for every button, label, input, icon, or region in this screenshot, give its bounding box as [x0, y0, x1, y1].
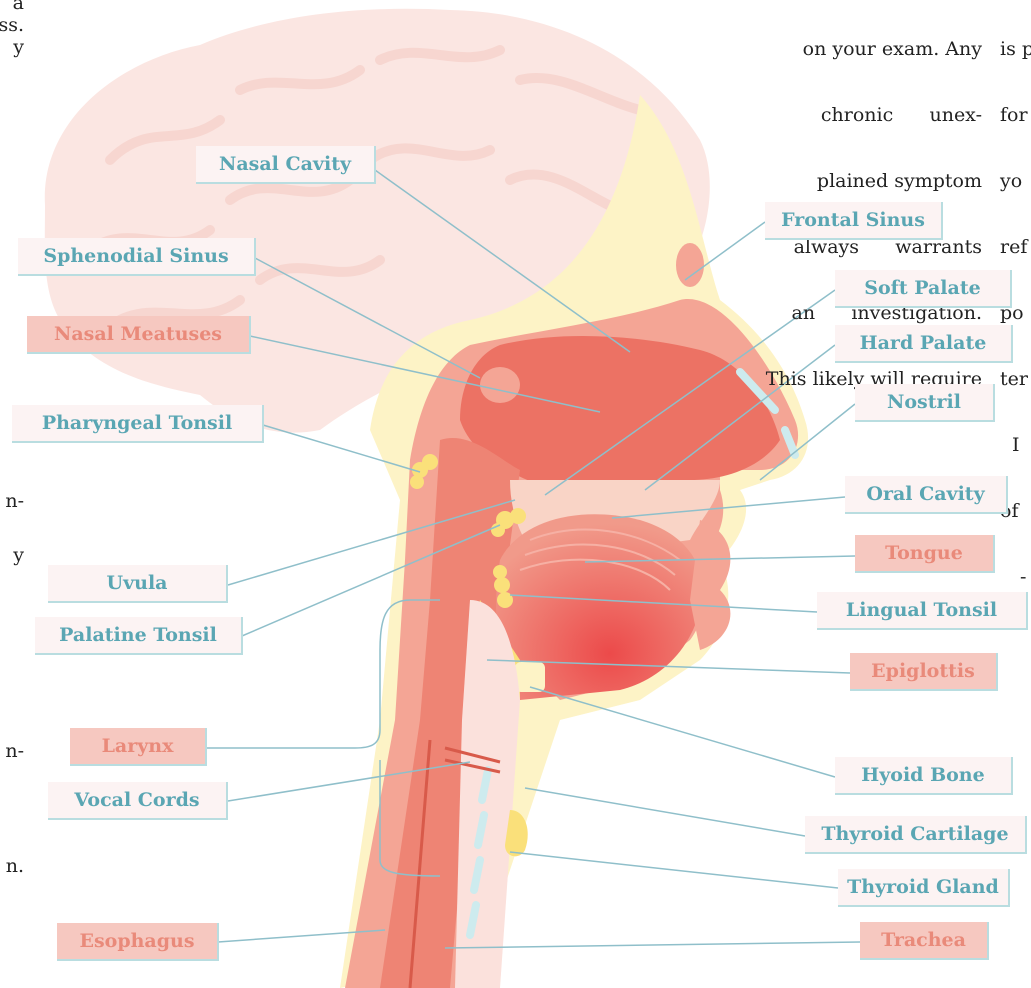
label-nasal-cavity: Nasal Cavity [196, 146, 376, 184]
label-vocal-cords: Vocal Cords [48, 782, 228, 820]
label-hard-palate: Hard Palate [835, 325, 1013, 363]
label-esophagus: Esophagus [57, 923, 219, 961]
bg-left-line: a [13, 0, 24, 14]
bg-left-line: n- [5, 740, 24, 762]
label-nasal-meatuses: Nasal Meatuses [27, 316, 251, 354]
bg-left-line: ss. [0, 14, 24, 36]
bg-left-line: n- [5, 490, 24, 512]
bg-line: plained symptom [712, 170, 982, 192]
bg-line: chronic unex- [712, 104, 982, 126]
label-thyroid-gland: Thyroid Gland [838, 869, 1010, 907]
bg-line: on your exam. Any [712, 38, 982, 60]
label-sphenodial-sinus: Sphenodial Sinus [18, 238, 256, 276]
label-larynx: Larynx [70, 728, 207, 766]
label-palatine-tonsil: Palatine Tonsil [35, 617, 243, 655]
label-oral-cavity: Oral Cavity [845, 476, 1008, 514]
label-pharyngeal-tonsil: Pharyngeal Tonsil [12, 405, 264, 443]
bg-line: - [1000, 566, 1031, 588]
label-lingual-tonsil: Lingual Tonsil [817, 592, 1028, 630]
label-nostril: Nostril [855, 384, 995, 422]
bg-line: yo [1000, 170, 1031, 192]
bg-line: I [1000, 434, 1031, 456]
frontal-sinus-shape [676, 243, 704, 287]
background-text-right: is p for yo ref po ter I of - [1000, 0, 1031, 632]
label-epiglottis: Epiglottis [850, 653, 998, 691]
label-soft-palate: Soft Palate [835, 270, 1012, 308]
label-hyoid-bone: Hyoid Bone [835, 757, 1013, 795]
label-frontal-sinus: Frontal Sinus [765, 202, 943, 240]
label-trachea: Trachea [860, 922, 989, 960]
label-thyroid-cartilage: Thyroid Cartilage [805, 816, 1027, 854]
bg-left-line: n. [6, 855, 24, 877]
bg-left-line: y [13, 36, 24, 58]
bg-line: ref [1000, 236, 1031, 258]
sphenoid-sinus-shape [480, 367, 520, 403]
bg-line: for [1000, 104, 1031, 126]
label-tongue: Tongue [855, 535, 995, 573]
bg-line: is p [1000, 38, 1031, 60]
bg-left-line: y [13, 544, 24, 566]
label-uvula: Uvula [48, 565, 228, 603]
background-text-left: a ss. y n- y n- n. [0, 0, 24, 988]
bg-line: ter [1000, 368, 1031, 390]
